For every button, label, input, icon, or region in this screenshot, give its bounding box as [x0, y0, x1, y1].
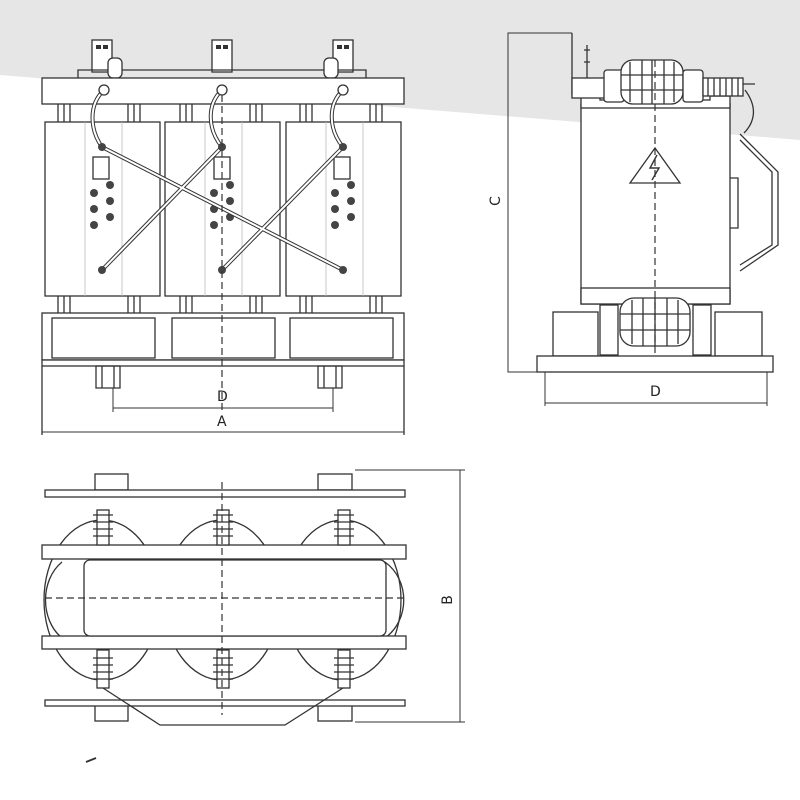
side-base [536, 355, 774, 373]
dim-d-side [544, 372, 768, 406]
front-view [41, 39, 405, 435]
top-view-bushings [93, 509, 354, 689]
dim-label-b: B [439, 595, 456, 605]
dim-b [355, 469, 465, 723]
dim-label-d-front: D [217, 389, 228, 405]
tie-bars [57, 104, 383, 313]
tap-panels [90, 156, 355, 229]
dim-label-c: C [487, 196, 504, 206]
top-yoke-bar [41, 544, 407, 560]
bushing-right [702, 77, 744, 97]
dim-label-a: A [217, 414, 227, 430]
top-rod [77, 69, 367, 78]
dim-d-front [112, 388, 334, 412]
base-rail [41, 359, 405, 367]
dim-c [507, 32, 572, 373]
lifting-lug [107, 57, 123, 79]
wheels [95, 365, 343, 389]
bottom-yoke-bar [41, 635, 407, 650]
coil-3 [285, 121, 402, 297]
handle [739, 133, 779, 272]
dim-label-d-side: D [650, 384, 661, 400]
low-voltage-link [102, 687, 344, 726]
side-view [507, 32, 779, 406]
top-view [41, 469, 465, 763]
lifting-lug [323, 57, 339, 79]
